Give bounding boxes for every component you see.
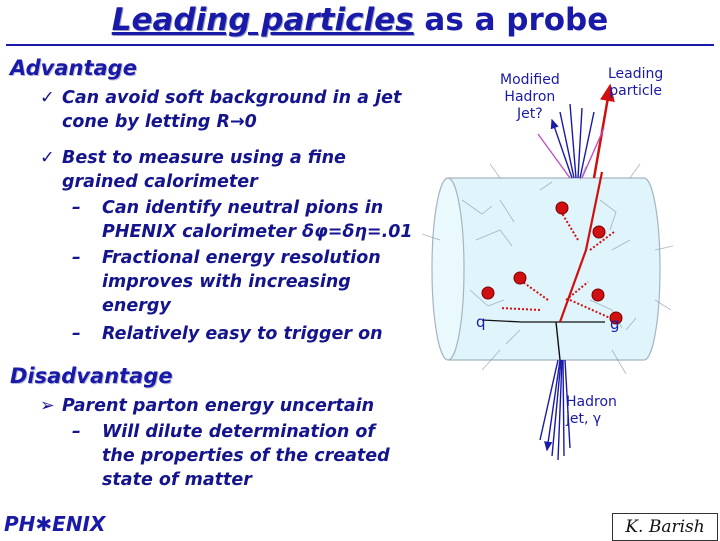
dash-marker: –: [72, 248, 81, 268]
dash-marker: –: [72, 324, 81, 344]
slide-title: Leading particles as a probe: [0, 2, 720, 38]
label-line: particle: [609, 83, 663, 99]
modified-hadron-jet-label: Modified Hadron Jet?: [500, 72, 560, 123]
label-line: jet, γ: [566, 411, 602, 427]
parton-lines: [481, 286, 605, 323]
hadron-jet-label: Hadron jet, γ: [566, 394, 617, 428]
label-line: Hadron: [504, 89, 556, 105]
check-icon: ✓: [40, 88, 55, 108]
sub-line: Fractional energy resolution: [102, 248, 381, 268]
sub-line: PHENIX calorimeter δφ=δη=.01: [102, 222, 413, 242]
bullet-line: Best to measure using a fine: [62, 148, 346, 168]
bullet-line: cone by letting R→0: [62, 112, 257, 132]
advantage-bullet-2: ✓ Best to measure using a fine grained ca…: [40, 146, 346, 194]
arrow-bullet-icon: ➢: [40, 396, 55, 416]
g-label: g: [610, 315, 620, 333]
advantage-heading: Advantage: [10, 56, 137, 80]
sub-line: the properties of the created: [102, 446, 390, 466]
title-rest: as a probe: [413, 2, 609, 38]
sub-line: improves with increasing: [102, 272, 351, 292]
title-divider: [6, 44, 714, 46]
sub-line: Will dilute determination of: [102, 422, 376, 442]
bullet-line: Parent parton energy uncertain: [62, 396, 375, 416]
title-highlight: Leading particles: [111, 2, 414, 38]
label-line: Hadron: [566, 394, 617, 410]
label-line: Modified: [500, 72, 560, 88]
q-label: q: [476, 313, 486, 331]
leading-particle-label: Leading particle: [608, 66, 663, 100]
author-signature: K. Barish: [612, 513, 718, 541]
sub-line: energy: [102, 296, 171, 316]
hadron-jet-down: [539, 321, 571, 461]
bullet-line: Can avoid soft background in a jet: [62, 88, 402, 108]
phenix-logo: PH✱ENIX: [4, 512, 106, 536]
sub-line: Can identify neutral pions in: [102, 198, 384, 218]
advantage-sub-list: – Can identify neutral pions in PHENIX c…: [40, 196, 440, 346]
label-line: Jet?: [517, 106, 543, 122]
sub-line: Relatively easy to trigger on: [102, 324, 383, 344]
dash-marker: –: [72, 422, 81, 442]
disadvantage-sub-list: – Will dilute determination of the prope…: [40, 420, 440, 492]
label-line: Leading: [608, 66, 664, 82]
disadvantage-heading: Disadvantage: [10, 364, 173, 388]
check-icon: ✓: [40, 148, 55, 168]
leading-jet-showers: [499, 171, 615, 323]
cluster-dots: [513, 201, 623, 325]
sub-line: state of matter: [102, 470, 252, 490]
modified-jet-fan: [537, 103, 605, 179]
medium-cylinder: [431, 177, 661, 361]
dash-marker: –: [72, 198, 81, 218]
advantage-bullet-1: ✓ Can avoid soft background in a jet cone…: [40, 86, 401, 134]
bullet-line: grained calorimeter: [62, 172, 258, 192]
disadvantage-bullet-1: ➢ Parent parton energy uncertain: [40, 394, 374, 418]
